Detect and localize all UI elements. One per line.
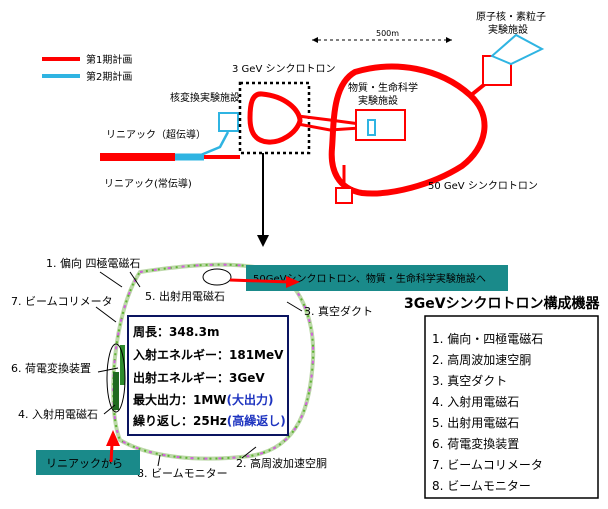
sync50-ring xyxy=(328,63,488,197)
ring-leader-injection xyxy=(103,404,116,415)
param-injection-energy: 入射エネルギー：181MeV xyxy=(133,347,284,362)
component-item: 3. 真空ダクト xyxy=(432,373,507,388)
param-circumference: 周長：348.3m xyxy=(133,324,219,339)
extraction-highlight-ellipse xyxy=(202,268,232,286)
transfer-line-mlf xyxy=(297,122,361,132)
ring-label-vacuum: 3. 真空ダクト xyxy=(304,304,373,318)
ring-label-rf: 2. 高周波加速空胴 xyxy=(236,456,327,470)
components-list: 1. 偏向・四極電磁石 2. 高周波加速空胴 3. 真空ダクト 4. 入射用電磁石 5.… xyxy=(432,331,543,493)
scale-arrow-right xyxy=(446,37,452,43)
injection-beam-arrowhead xyxy=(106,430,120,446)
injection-highlight-ellipse xyxy=(106,343,126,413)
component-item: 1. 偏向・四極電磁石 xyxy=(432,331,543,346)
ring-leader-vacuum xyxy=(286,301,303,312)
ring-leader-collimator xyxy=(95,306,117,323)
hadron-building-phase2 xyxy=(490,33,545,66)
from-linac-label: リニアックから xyxy=(46,457,123,470)
mlf-label-line1: 物質・生命科学 xyxy=(348,81,418,94)
ring-label-bend: 1. 偏向 四極電磁石 xyxy=(46,256,141,270)
param-extraction-energy: 出射エネルギー：3GeV xyxy=(133,370,265,385)
mlf-building xyxy=(355,109,406,141)
ring-label-stripper: 6. 荷電変換装置 xyxy=(11,361,91,375)
hadron-label-line2: 実験施設 xyxy=(488,23,528,36)
scale-label: 500m xyxy=(376,29,399,38)
ring-leader-bend-1 xyxy=(99,271,123,288)
ring-leader-stripper xyxy=(97,367,119,373)
component-item: 5. 出射用電磁石 xyxy=(432,415,519,430)
legend-phase2-label: 第2期計画 xyxy=(86,70,132,83)
sync50-label: 50 GeV シンクロトロン xyxy=(428,180,538,192)
ring-label-monitor: 8. ビームモニター xyxy=(137,467,228,480)
components-box xyxy=(424,315,599,499)
components-title: 3GeVシンクロトロン構成機器 xyxy=(404,295,601,312)
detail-connector-arrowhead xyxy=(257,235,269,247)
ring-leader-monitor xyxy=(157,454,161,467)
transfer-line-3-50 xyxy=(297,114,361,126)
component-item: 4. 入射用電磁石 xyxy=(432,394,519,409)
neutrino-building xyxy=(335,187,353,204)
charge-stripper xyxy=(120,345,125,385)
sync3-ring xyxy=(247,91,303,145)
param-repetition: 繰り返し：25Hz(高繰返し) xyxy=(133,413,286,428)
sync3-label: 3 GeV シンクロトロン xyxy=(232,63,335,75)
params-box xyxy=(127,315,289,436)
transmutation-building xyxy=(218,112,239,132)
transmutation-beamline xyxy=(195,131,230,159)
mlf-phase2-target xyxy=(367,119,376,136)
injection-beam-line xyxy=(109,443,114,463)
linac-sc-label: リニアック（超伝導） xyxy=(106,128,206,141)
ring-label-extraction: 5. 出射用電磁石 xyxy=(145,289,225,303)
component-item: 8. ビームモニター xyxy=(432,479,531,493)
transmutation-label: 核変換実験施設 xyxy=(170,91,240,104)
linac-nc-label: リニアック(常伝導) xyxy=(104,177,192,190)
ring-label-collimator: 7. ビームコリメータ xyxy=(11,295,113,308)
to-50gev-label: 50GeVシンクロトロン、物質・生命科学実験施設へ xyxy=(253,272,486,285)
from-linac-banner xyxy=(36,450,140,475)
ring-leader-bend-2 xyxy=(129,271,141,288)
scale-arrow-left xyxy=(312,37,318,43)
component-item: 7. ビームコリメータ xyxy=(432,458,543,472)
extraction-beam-arrowhead xyxy=(286,276,300,288)
ring-label-injection: 4. 入射用電磁石 xyxy=(18,407,98,421)
mlf-label-line2: 実験施設 xyxy=(358,94,398,107)
hadron-label-line1: 原子核・素粒子 xyxy=(476,10,546,23)
component-item: 6. 荷電変換装置 xyxy=(432,436,519,451)
injection-magnet xyxy=(113,372,119,410)
extraction-beam-line xyxy=(229,278,291,284)
component-item: 2. 高周波加速空胴 xyxy=(432,352,531,367)
param-max-power: 最大出力：1MW(大出力) xyxy=(133,392,274,407)
ring-leader-rf xyxy=(241,446,257,459)
legend-phase1-label: 第1期計画 xyxy=(86,53,132,66)
